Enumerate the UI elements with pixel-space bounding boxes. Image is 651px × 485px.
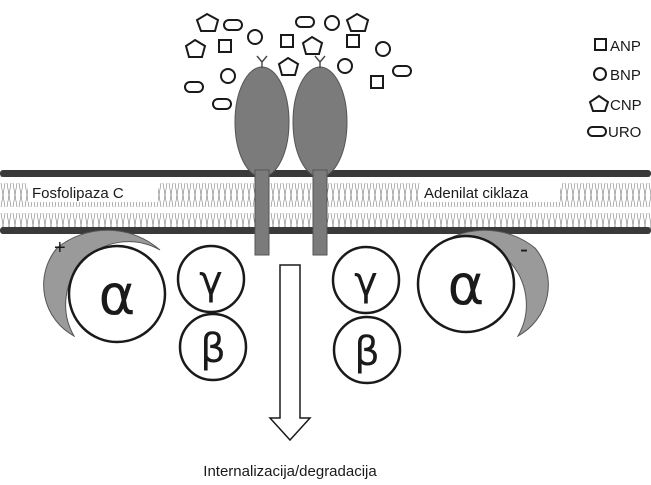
circle-ligand-icon	[248, 30, 262, 44]
legend-label-bnp: BNP	[610, 67, 641, 84]
circle-ligand-icon	[376, 42, 390, 56]
beta-symbol-left: β	[200, 326, 226, 372]
square-ligand-icon	[281, 35, 293, 47]
pentagon-ligand-icon	[197, 14, 218, 31]
circle-ligand-icon	[338, 59, 352, 73]
phospholipase-label: Fosfolipaza C	[32, 185, 124, 202]
circle-ligand-icon	[221, 69, 235, 83]
inhibition-sign: -	[520, 236, 528, 263]
rounded-rect-ligand-icon	[393, 66, 411, 76]
left-g-protein: + α γ β	[44, 230, 246, 380]
pentagon-ligand-icon	[279, 58, 298, 75]
rounded-rect-ligand-icon	[224, 20, 242, 30]
gamma-symbol-right: γ	[354, 259, 378, 305]
pentagon-ligand-icon	[303, 37, 322, 54]
square-ligand-icon	[595, 39, 606, 50]
square-ligand-icon	[371, 76, 383, 88]
legend-label-uro: URO	[608, 124, 641, 141]
square-ligand-icon	[347, 35, 359, 47]
receptor-binding-icon	[315, 56, 325, 68]
rounded-rect-ligand-icon	[296, 17, 314, 27]
rounded-rect-ligand-icon	[588, 127, 606, 136]
circle-ligand-icon	[594, 68, 606, 80]
adenylate-label: Adenilat ciklaza	[424, 185, 529, 202]
square-ligand-icon	[219, 40, 231, 52]
legend-label-anp: ANP	[610, 38, 641, 55]
alpha-symbol-left: α	[99, 263, 136, 328]
pentagon-ligand-icon	[590, 96, 608, 111]
legend: ANP BNP CNP URO	[588, 38, 642, 141]
alpha-symbol-right: α	[448, 253, 485, 318]
internalization-arrow	[270, 265, 310, 440]
beta-symbol-right: β	[354, 329, 380, 375]
stimulation-sign: +	[54, 237, 66, 259]
pentagon-ligand-icon	[186, 40, 205, 57]
internalization-label: Internalizacija/degradacija	[203, 463, 377, 480]
rounded-rect-ligand-icon	[213, 99, 231, 109]
rounded-rect-ligand-icon	[185, 82, 203, 92]
gamma-symbol-left: γ	[199, 258, 223, 304]
right-g-protein: - α γ β	[333, 230, 548, 383]
pentagon-ligand-icon	[347, 14, 368, 31]
receptor-binding-icon	[257, 56, 267, 68]
circle-ligand-icon	[325, 16, 339, 30]
legend-label-cnp: CNP	[610, 97, 642, 114]
